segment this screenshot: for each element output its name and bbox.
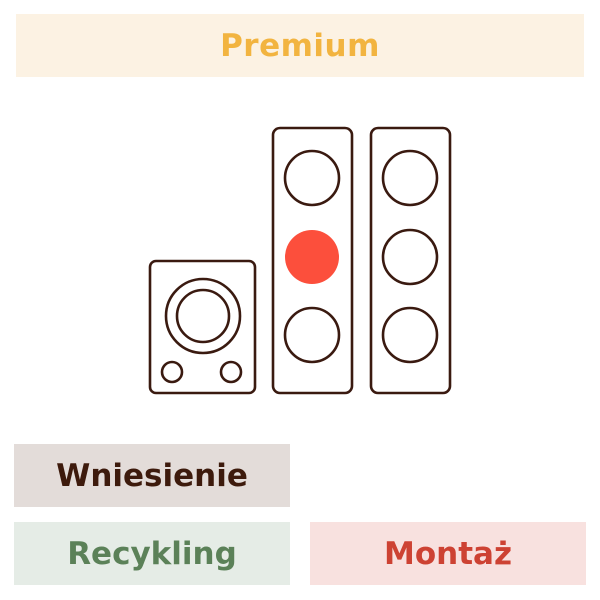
tower-speaker-right-icon (369, 126, 452, 395)
tag-label: Montaż (384, 535, 512, 572)
tag-recykling: Recykling (14, 522, 290, 585)
premium-label: Premium (220, 27, 380, 64)
tag-wniesienie: Wniesienie (14, 444, 290, 507)
tag-label: Wniesienie (56, 457, 248, 494)
premium-banner: Premium (16, 14, 584, 77)
tower-speaker-left-icon (271, 126, 354, 395)
tag-label: Recykling (67, 535, 237, 572)
highlight-dot-icon (285, 230, 339, 284)
tag-montaz: Montaż (310, 522, 586, 585)
subwoofer-icon (148, 259, 257, 395)
